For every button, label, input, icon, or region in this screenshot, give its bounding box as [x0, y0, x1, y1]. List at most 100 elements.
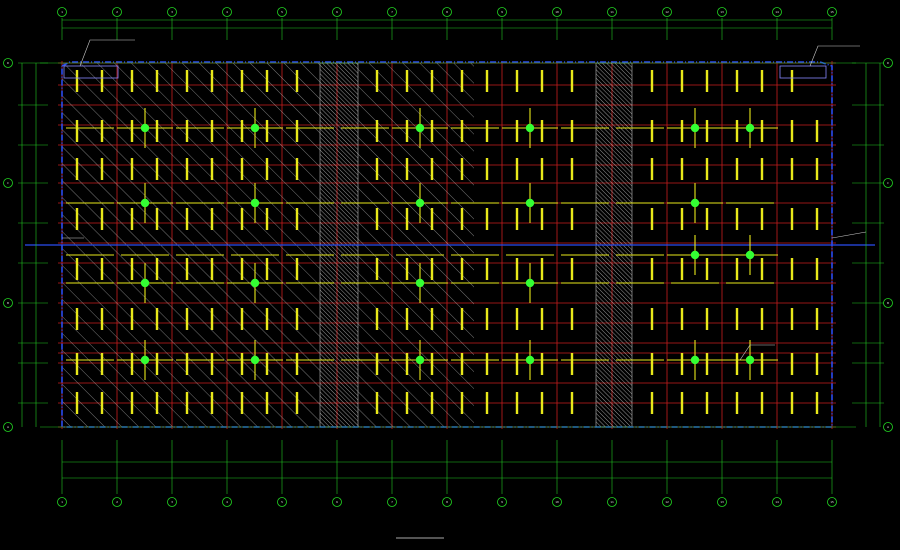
axis-bubble-x-label: 14: [775, 10, 779, 14]
axis-bubble-x-label: 6: [336, 10, 338, 14]
axis-bubble-y-label: D: [7, 61, 9, 65]
column-marker: [690, 355, 700, 365]
axis-bubble-x: [332, 497, 342, 507]
axis-bubble-x-label: 4: [226, 500, 228, 504]
axis-bubble-y-label: C: [887, 181, 889, 185]
column-marker: [250, 198, 260, 208]
leader-line-column-note: [739, 344, 775, 361]
axis-bubble-x-label: 10: [555, 10, 559, 14]
column-marker: [415, 355, 425, 365]
axis-bubble-x-label: 11: [610, 10, 614, 14]
column-marker: [250, 123, 260, 133]
axis-bubble-x-label: 10: [555, 500, 559, 504]
axis-bubble-x-label: 4: [226, 10, 228, 14]
column-marker: [525, 123, 535, 133]
axis-bubble-x: [167, 497, 177, 507]
leader-line-top-right: [809, 45, 860, 67]
axis-bubble-x: [552, 7, 562, 17]
axis-bubble-y: [3, 422, 13, 432]
column-marker: [525, 278, 535, 288]
axis-bubble-x: [827, 7, 837, 17]
axis-bubble-x-label: 3: [171, 500, 173, 504]
column-marker: [140, 278, 150, 288]
axis-bubble-x: [387, 7, 397, 17]
axis-bubble-x: [222, 7, 232, 17]
axis-bubble-x: [57, 497, 67, 507]
slab-boundary: [25, 61, 875, 428]
axis-bubble-y-label: A: [7, 425, 9, 429]
axis-bubble-x: [112, 7, 122, 17]
axis-bubble-x: [167, 7, 177, 17]
axis-bubble-x: [222, 497, 232, 507]
axis-bubble-x: [57, 7, 67, 17]
axis-bubble-x: [332, 7, 342, 17]
axis-bubble-x-label: 5: [281, 500, 283, 504]
axis-bubble-y-label: B: [887, 301, 889, 305]
axis-bubble-x-label: 2: [116, 500, 118, 504]
axis-bubble-x: [442, 497, 452, 507]
axis-bubble-x-label: 15: [830, 500, 834, 504]
axis-bubble-x-label: 6: [336, 500, 338, 504]
axis-bubble-x: [112, 497, 122, 507]
axis-bubble-x-label: 7: [391, 10, 393, 14]
axis-bubble-x-label: 13: [720, 500, 724, 504]
leader-line-right: [831, 231, 867, 239]
axis-bubble-x-label: 9: [501, 10, 503, 14]
axis-bubble-x-label: 13: [720, 10, 724, 14]
column-marker: [140, 198, 150, 208]
axis-bubble-x: [277, 497, 287, 507]
axis-bubble-x-label: 3: [171, 10, 173, 14]
column-marker: [140, 355, 150, 365]
axis-bubble-y: [3, 178, 13, 188]
axis-bubble-x-label: 8: [446, 500, 448, 504]
legend-box-right: [779, 65, 827, 79]
axis-bubble-x: [772, 497, 782, 507]
column-marker: [745, 250, 755, 260]
axis-bubble-y: [3, 298, 13, 308]
axis-bubble-x: [497, 497, 507, 507]
column-marker: [745, 123, 755, 133]
column-markers: [117, 108, 778, 380]
axis-bubble-x-label: 2: [116, 10, 118, 14]
axis-bubble-x: [717, 497, 727, 507]
column-marker: [250, 355, 260, 365]
axis-bubble-y: [883, 58, 893, 68]
axis-bubble-y-label: A: [887, 425, 889, 429]
column-marker: [690, 123, 700, 133]
column-marker: [415, 278, 425, 288]
axis-bubble-x-label: 9: [501, 500, 503, 504]
axis-bubble-x-label: 12: [665, 500, 669, 504]
axis-bubble-y: [3, 58, 13, 68]
axis-bubble-x-label: 15: [830, 10, 834, 14]
column-marker: [525, 355, 535, 365]
column-marker: [690, 250, 700, 260]
axis-bubble-x-label: 8: [446, 10, 448, 14]
axis-bubble-x: [607, 7, 617, 17]
axis-bubble-y: [883, 422, 893, 432]
axis-bubble-y-label: D: [887, 61, 889, 65]
axis-bubble-x: [277, 7, 287, 17]
axis-bubble-x: [497, 7, 507, 17]
axis-bubble-y-label: B: [7, 301, 9, 305]
axis-bubble-x-label: 5: [281, 10, 283, 14]
dimension-lines: [18, 18, 884, 494]
column-marker: [250, 278, 260, 288]
column-marker: [745, 355, 755, 365]
axis-bubble-x: [827, 497, 837, 507]
axis-bubble-x: [387, 497, 397, 507]
axis-bubble-x: [552, 497, 562, 507]
axis-bubble-x-label: 1: [61, 10, 63, 14]
column-marker: [690, 198, 700, 208]
axis-bubble-x-label: 11: [610, 500, 614, 504]
axis-bubble-x-label: 14: [775, 500, 779, 504]
annotation-notes: [62, 39, 867, 361]
column-marker: [415, 198, 425, 208]
axis-bubble-x-label: 7: [391, 500, 393, 504]
axis-bubble-x: [717, 7, 727, 17]
column-marker: [415, 123, 425, 133]
axis-bubble-x-label: 12: [665, 10, 669, 14]
axis-bubble-x: [662, 497, 672, 507]
axis-bubble-y: [883, 178, 893, 188]
axis-bubble-x: [607, 497, 617, 507]
